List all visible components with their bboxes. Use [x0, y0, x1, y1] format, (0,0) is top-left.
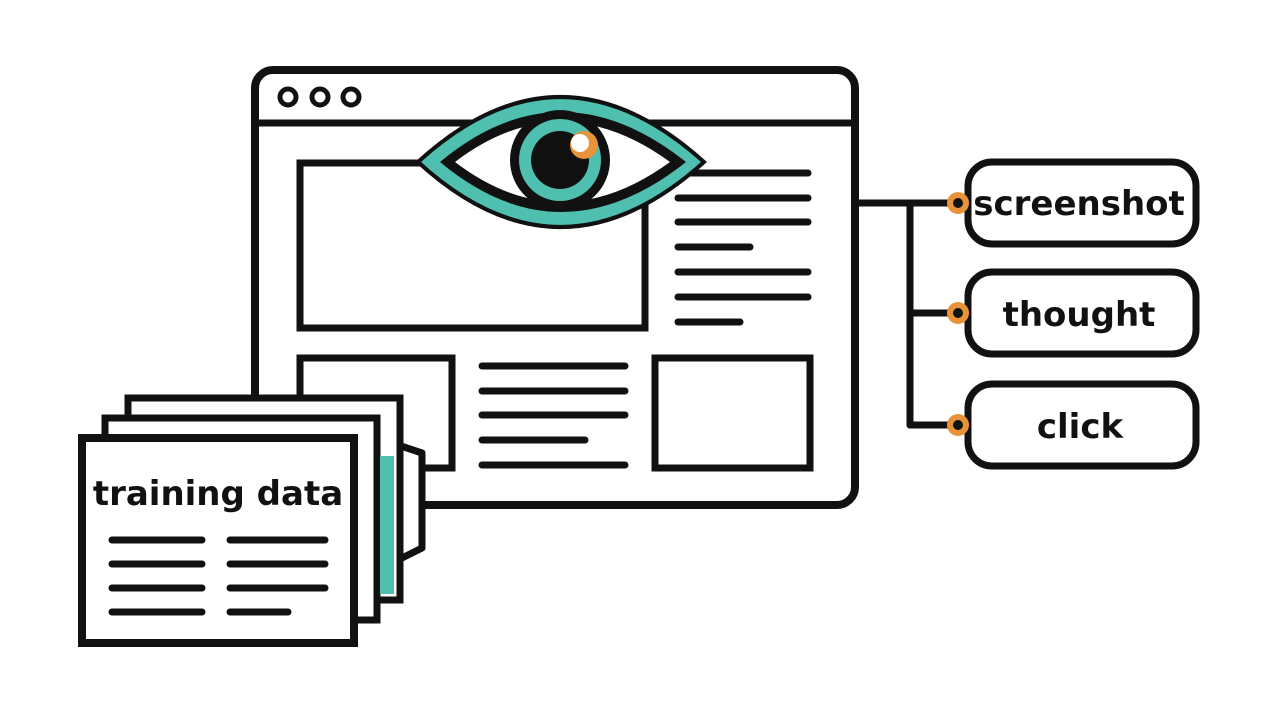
output-label-click: click	[1037, 407, 1125, 447]
training-data-label: training data	[93, 474, 343, 514]
text-lines-right	[674, 169, 812, 326]
card-placeholder-right	[651, 354, 814, 472]
text-lines-middle	[478, 362, 629, 469]
browser-window	[251, 66, 859, 509]
output-pill-thought: thought	[947, 268, 1200, 358]
output-label-thought: thought	[1003, 295, 1156, 335]
output-pill-click: click	[947, 380, 1200, 470]
eye-icon	[415, 95, 707, 229]
connector-lines	[851, 199, 962, 429]
output-label-screenshot: screenshot	[973, 184, 1185, 224]
output-pill-screenshot: screenshot	[947, 158, 1200, 248]
document-text-lines	[108, 536, 329, 616]
window-dots-icon	[277, 86, 362, 108]
document-stack-icon: training data	[78, 394, 426, 647]
